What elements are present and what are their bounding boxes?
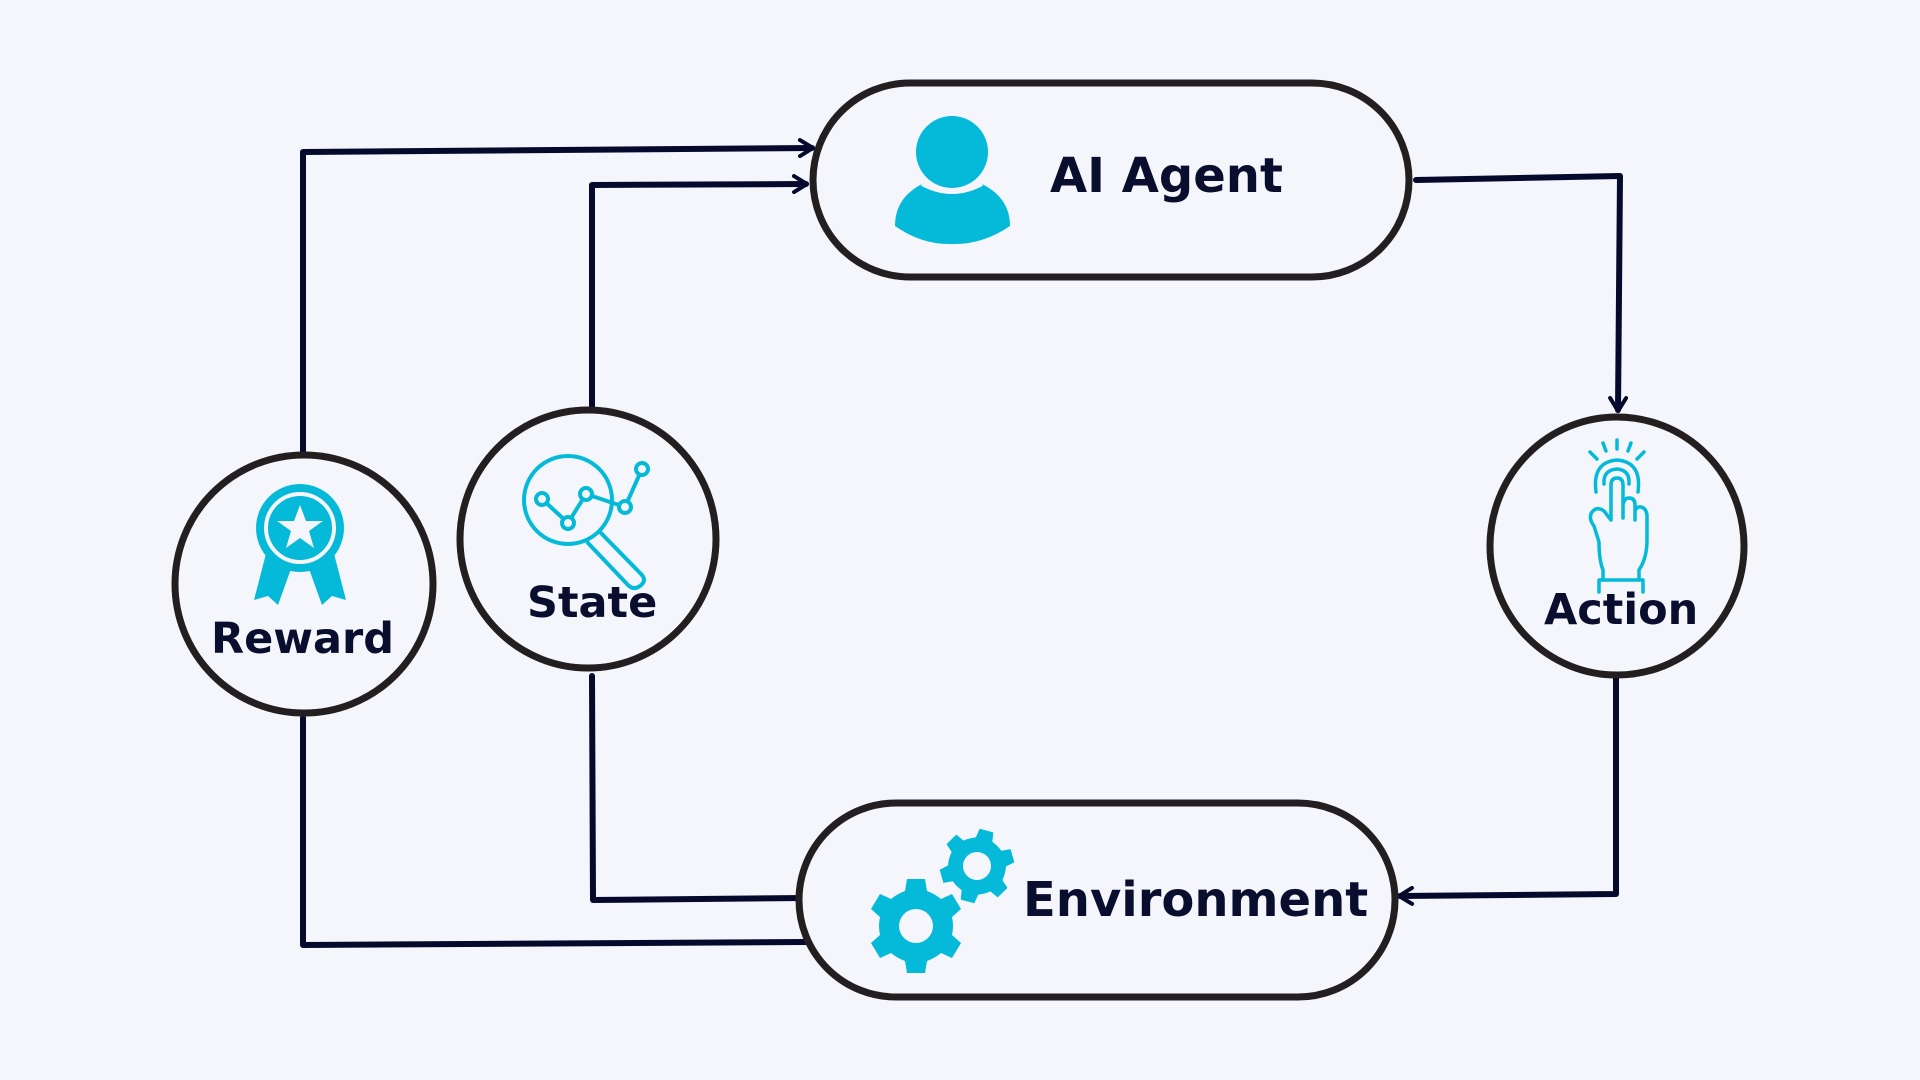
edge-action-to-environment	[1397, 675, 1619, 906]
reward-label: Reward	[211, 614, 395, 664]
action-node	[1486, 413, 1748, 679]
magnifier-chart-icon	[522, 454, 650, 591]
edge-agent-to-action	[1413, 173, 1629, 413]
edge-reward-to-agent	[300, 138, 815, 455]
action-label: Action	[1544, 585, 1699, 635]
environment-label: Environment	[1023, 872, 1369, 928]
person-icon	[895, 116, 1010, 245]
edge-state-to-agent	[589, 174, 809, 411]
gears-icon	[871, 828, 1015, 973]
reward-node	[171, 451, 437, 717]
agent-label: AI Agent	[1050, 148, 1283, 204]
edge-environment-to-reward	[300, 715, 809, 948]
award-ribbon-icon	[254, 484, 346, 605]
state-label: State	[527, 578, 658, 628]
tap-hand-icon	[1588, 438, 1649, 594]
edge-environment-to-state	[589, 673, 807, 903]
